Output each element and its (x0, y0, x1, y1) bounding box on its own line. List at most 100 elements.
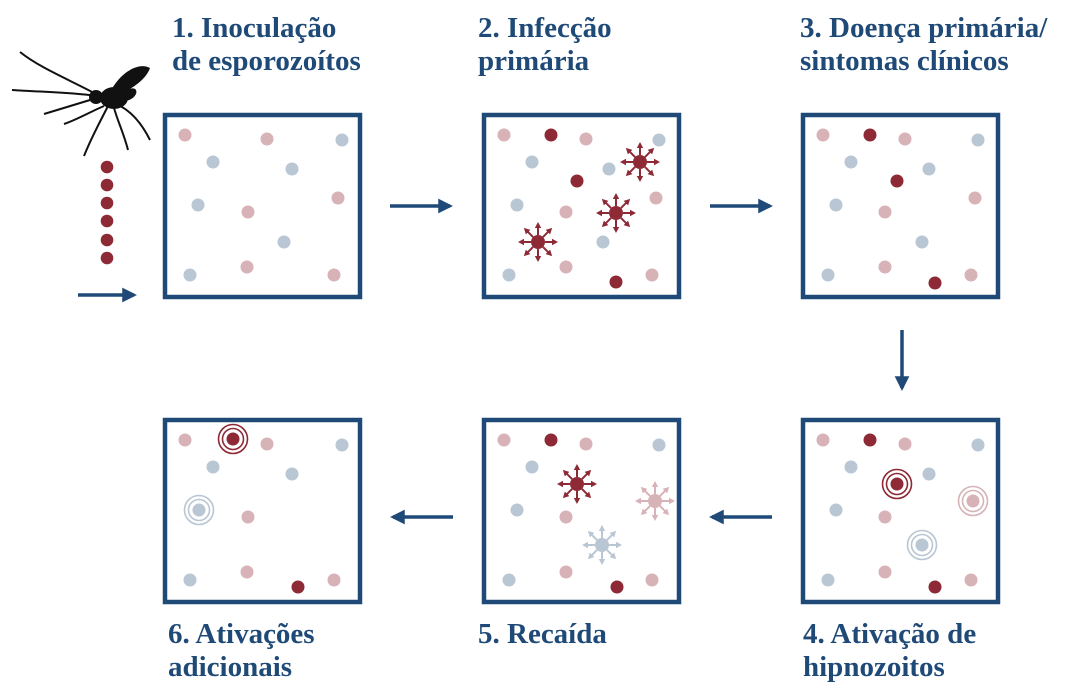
sporozoite-dot (100, 251, 114, 265)
cell-dot (559, 565, 573, 579)
panel-4 (800, 417, 1001, 605)
cell-dot (844, 460, 858, 474)
cell-dot (878, 260, 892, 274)
panel-2 (481, 112, 682, 300)
cell-dot (890, 174, 904, 188)
cell-dot (559, 260, 573, 274)
cell-dot (335, 438, 349, 452)
cell-dot (922, 467, 936, 481)
cell-dot (525, 155, 539, 169)
panel-1 (162, 112, 363, 300)
cell-dot (816, 433, 830, 447)
cell-dot (183, 573, 197, 587)
cell-dot (240, 260, 254, 274)
panel-5 (481, 417, 682, 605)
cell-dot (964, 268, 978, 282)
cell-dot (863, 128, 877, 142)
cell-dot (609, 275, 623, 289)
cell-dot (544, 433, 558, 447)
relapse-burst (635, 481, 675, 521)
cell-dot (206, 155, 220, 169)
cell-dot (178, 128, 192, 142)
cell-dot (816, 128, 830, 142)
cell-dot (645, 268, 659, 282)
stage-3-label: 3. Doença primária/ sintomas clínicos (800, 12, 1048, 77)
relapse-burst (557, 464, 597, 504)
cell-dot (327, 268, 341, 282)
cell-dot (497, 128, 511, 142)
cell-dot (183, 268, 197, 282)
cell-dot (968, 191, 982, 205)
cell-dot (928, 580, 942, 594)
cell-dot (596, 235, 610, 249)
cell-dot (206, 460, 220, 474)
cell-dot (878, 510, 892, 524)
cell-dot (645, 573, 659, 587)
cell-dot (241, 510, 255, 524)
merozoite-burst (620, 142, 660, 182)
cell-dot (559, 205, 573, 219)
sporozoite-dot (100, 160, 114, 174)
mosquito-icon (11, 51, 151, 157)
stage-5-label: 5. Recaída (478, 618, 607, 650)
cell-dot (277, 235, 291, 249)
sporozoite-dot (100, 196, 114, 210)
cell-dot (559, 510, 573, 524)
hypnozoite-activation (906, 529, 938, 561)
cell-dot (971, 438, 985, 452)
sporozoite-dot (100, 233, 114, 247)
cell-dot (510, 503, 524, 517)
cell-dot (497, 433, 511, 447)
sporozoite-dot (100, 178, 114, 192)
cell-dot (570, 174, 584, 188)
cell-dot (260, 437, 274, 451)
cell-dot (510, 198, 524, 212)
cell-dot (878, 205, 892, 219)
cell-dot (544, 128, 558, 142)
stage-4-label: 4. Ativação de hipnozoitos (803, 618, 977, 683)
cell-dot (652, 438, 666, 452)
cell-dot (331, 191, 345, 205)
stage-2-label: 2. Infecção primária (478, 12, 612, 77)
cell-dot (829, 198, 843, 212)
panel-6 (162, 417, 363, 605)
cell-dot (502, 573, 516, 587)
cell-dot (821, 268, 835, 282)
cell-dot (602, 162, 616, 176)
cell-dot (844, 155, 858, 169)
cell-dot (502, 268, 516, 282)
merozoite-burst (596, 193, 636, 233)
stage-1-label: 1. Inoculação de esporozoítos (172, 12, 361, 77)
cell-dot (525, 460, 539, 474)
cell-dot (291, 580, 305, 594)
cell-dot (191, 198, 205, 212)
cell-dot (285, 162, 299, 176)
cell-dot (898, 437, 912, 451)
cell-dot (579, 437, 593, 451)
hypnozoite-activation (881, 468, 913, 500)
cell-dot (178, 433, 192, 447)
cell-dot (915, 235, 929, 249)
cell-dot (971, 133, 985, 147)
cell-dot (922, 162, 936, 176)
cell-dot (240, 565, 254, 579)
cell-dot (649, 191, 663, 205)
stage-6-label: 6. Ativações adicionais (168, 618, 315, 683)
relapse-burst (582, 525, 622, 565)
cell-dot (652, 133, 666, 147)
further-activation (183, 494, 215, 526)
cell-dot (928, 276, 942, 290)
cell-dot (285, 467, 299, 481)
sporozoite-dot (100, 214, 114, 228)
cell-dot (898, 132, 912, 146)
cell-dot (878, 565, 892, 579)
cell-dot (863, 433, 877, 447)
cell-dot (821, 573, 835, 587)
cell-dot (241, 205, 255, 219)
cell-dot (327, 573, 341, 587)
hypnozoite-activation (957, 485, 989, 517)
further-activation (217, 423, 249, 455)
cell-dot (610, 580, 624, 594)
